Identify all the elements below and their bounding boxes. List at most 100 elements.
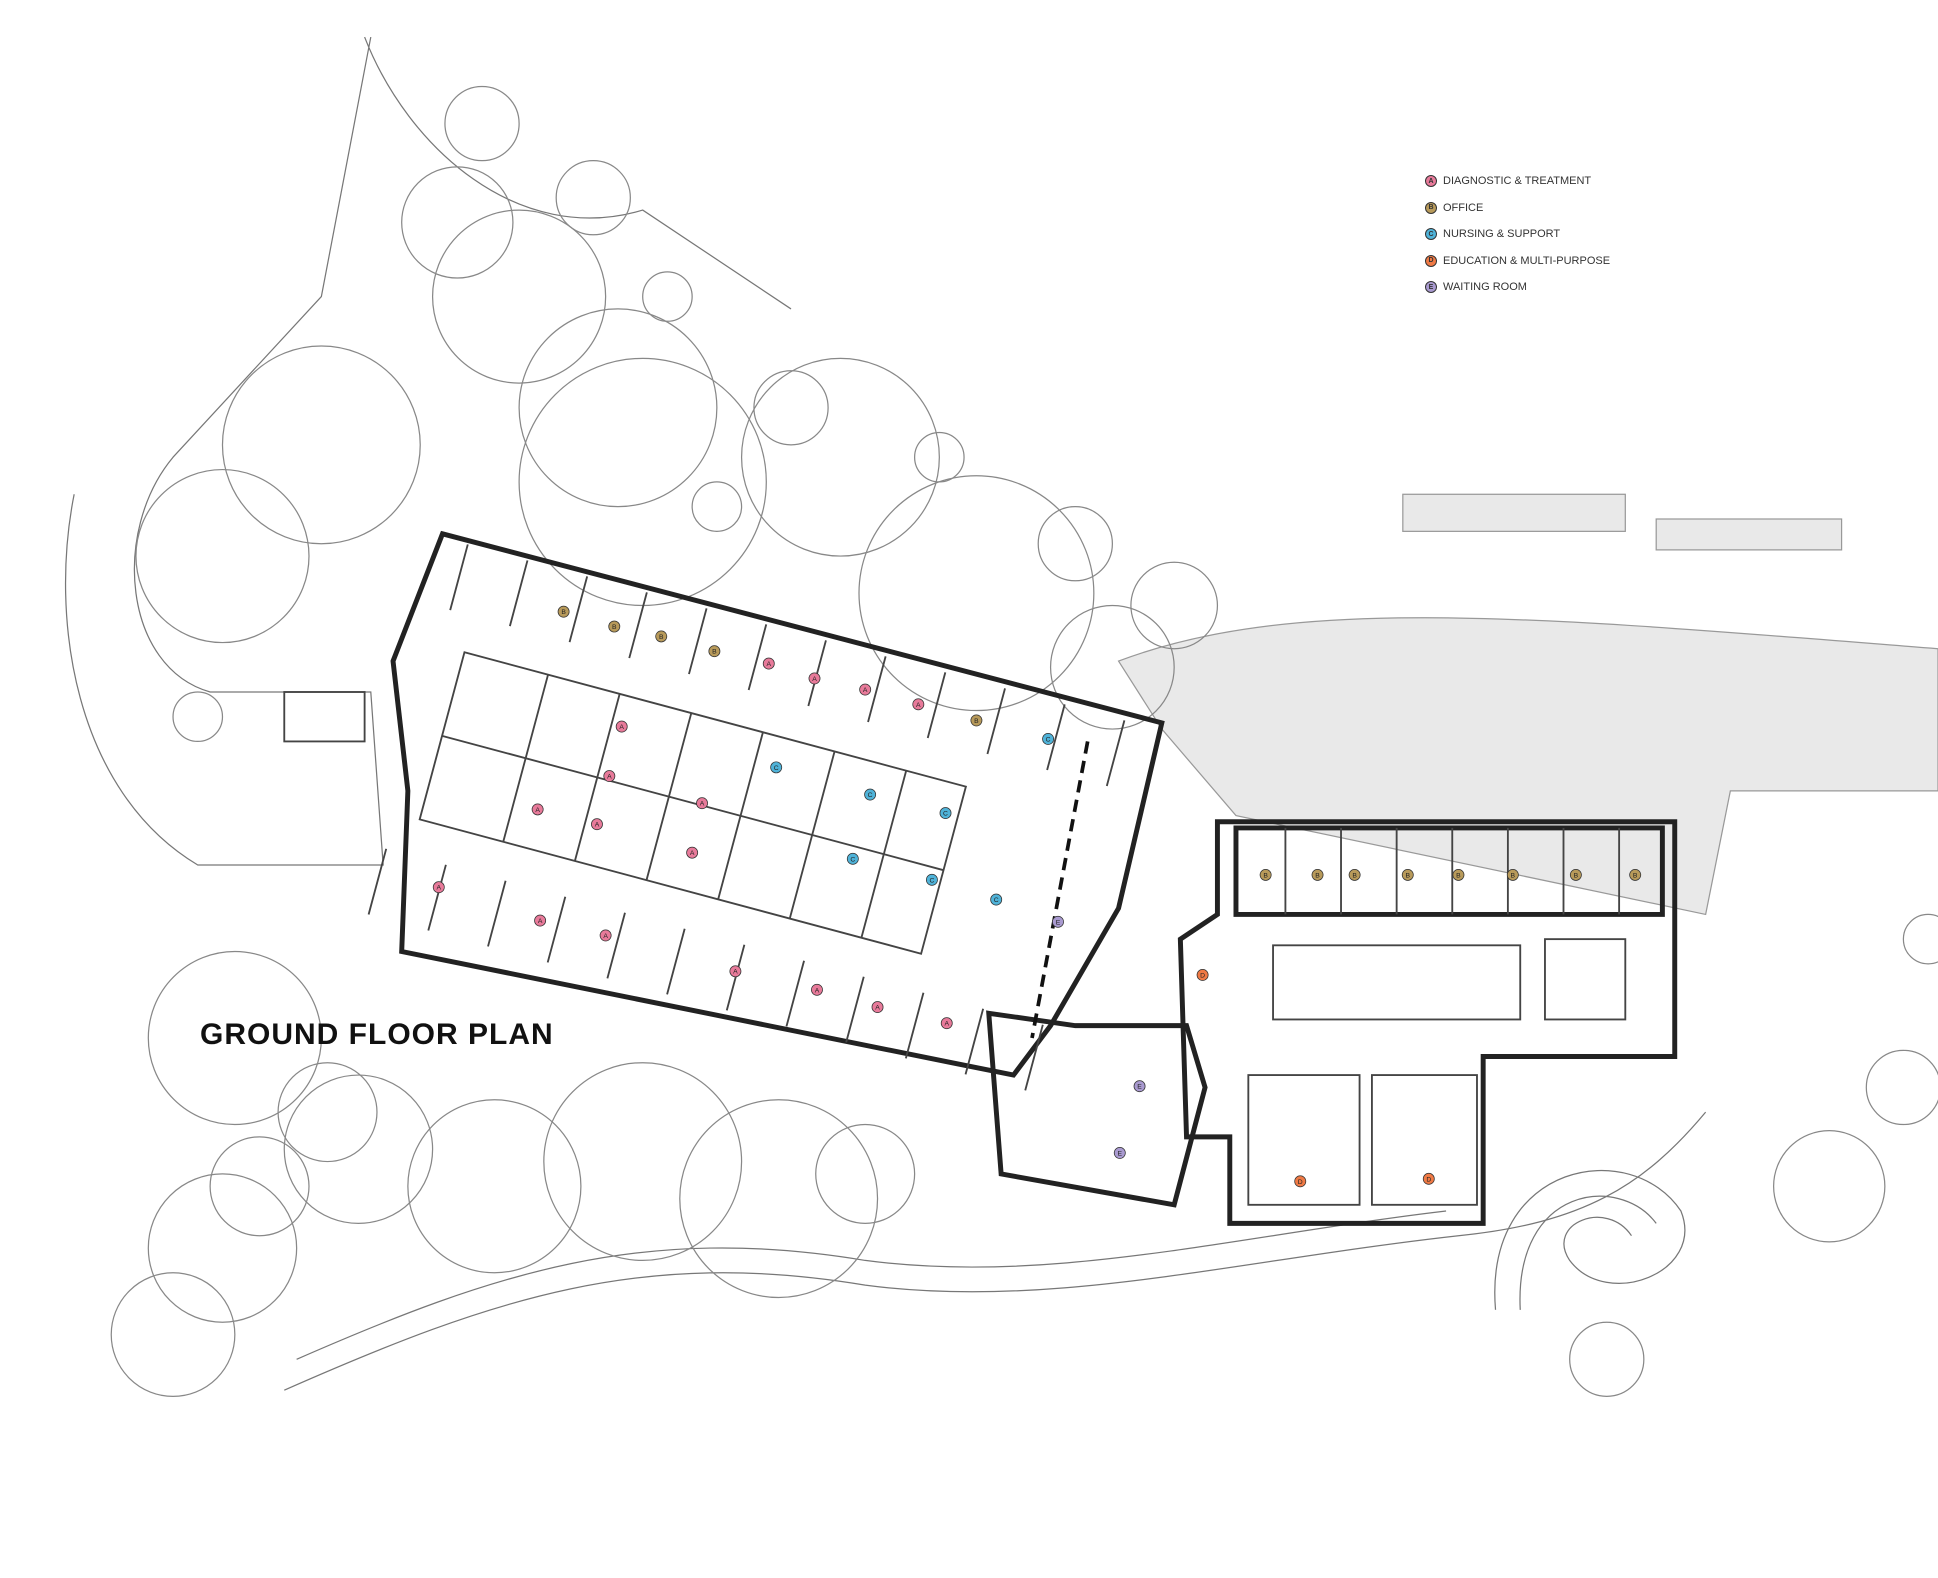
room-marker-e: E bbox=[1133, 1080, 1146, 1093]
room-marker-dot bbox=[608, 620, 621, 633]
room-marker-b: B bbox=[655, 630, 668, 643]
tree-canopy bbox=[1865, 1049, 1938, 1126]
room-marker-letter: A bbox=[607, 773, 612, 780]
room-marker-dot bbox=[1629, 868, 1642, 881]
room-marker-dot bbox=[599, 929, 612, 942]
tree-canopy bbox=[401, 166, 514, 279]
parking-pad bbox=[283, 691, 366, 743]
room-marker-letter: B bbox=[974, 718, 979, 725]
room-marker-b: B bbox=[1569, 868, 1582, 881]
room-marker-letter: A bbox=[595, 822, 600, 829]
room-marker-letter: B bbox=[1456, 872, 1461, 879]
room-marker-e: E bbox=[1113, 1146, 1126, 1159]
room-marker-letter: B bbox=[1511, 872, 1516, 879]
room-marker-a: A bbox=[432, 881, 445, 894]
east-wing bbox=[1177, 819, 1678, 1226]
east-north-rooms bbox=[1233, 825, 1665, 917]
room-marker-letter: A bbox=[916, 702, 921, 709]
room-marker-a: A bbox=[808, 672, 821, 685]
tree-canopy bbox=[1130, 561, 1219, 650]
room-marker-a: A bbox=[696, 797, 708, 810]
room-marker-dot bbox=[1422, 1172, 1435, 1185]
room-marker-dot bbox=[925, 873, 938, 886]
room-marker-letter: B bbox=[612, 624, 617, 631]
room-marker-letter: D bbox=[1200, 972, 1205, 979]
tree-canopy bbox=[518, 357, 767, 607]
room-marker-c: C bbox=[939, 807, 952, 820]
marker-b-icon: B bbox=[1425, 201, 1437, 214]
room-marker-b: B bbox=[1629, 868, 1642, 881]
room-marker-dot bbox=[615, 720, 628, 733]
room-marker-letter: C bbox=[850, 856, 855, 863]
room-marker-letter: A bbox=[690, 850, 695, 857]
marker-a-icon: A bbox=[1425, 175, 1437, 188]
tree-canopy bbox=[147, 1173, 298, 1323]
driveway bbox=[64, 36, 792, 866]
room-marker-dot bbox=[1052, 915, 1064, 928]
room-marker-letter: A bbox=[733, 969, 738, 976]
room-marker-letter: A bbox=[767, 661, 772, 668]
room-marker-dot bbox=[557, 605, 570, 618]
room-marker-a: A bbox=[762, 657, 775, 670]
marker-d-icon: D bbox=[1425, 254, 1437, 267]
labyrinth-garden bbox=[1494, 1169, 1686, 1310]
tree-canopy bbox=[1772, 1130, 1886, 1243]
room-marker-a: A bbox=[871, 1001, 884, 1014]
tree-canopy bbox=[1049, 604, 1175, 730]
room-marker-dot bbox=[1506, 868, 1519, 881]
tree-canopy bbox=[815, 1123, 916, 1224]
tree-canopy bbox=[172, 691, 224, 743]
room-marker-letter: A bbox=[619, 724, 624, 731]
room-marker-dot bbox=[762, 657, 775, 670]
room-marker-letter: B bbox=[659, 634, 664, 641]
tree-canopy bbox=[1902, 913, 1938, 965]
room-marker-dot bbox=[531, 803, 544, 816]
room-marker-letter: A bbox=[815, 987, 820, 994]
tree-canopy bbox=[209, 1136, 310, 1237]
room-marker-b: B bbox=[1259, 868, 1272, 881]
room-marker-d: D bbox=[1294, 1175, 1307, 1188]
room-marker-a: A bbox=[599, 929, 612, 942]
tree-canopy bbox=[679, 1099, 879, 1299]
room-marker-c: C bbox=[770, 761, 783, 774]
room-marker-dot bbox=[808, 672, 821, 685]
room-marker-letter: B bbox=[1406, 872, 1411, 879]
tree-canopy bbox=[518, 308, 718, 508]
room-marker-dot bbox=[696, 797, 708, 810]
room-marker-b: B bbox=[1311, 868, 1324, 881]
room-marker-b: B bbox=[708, 645, 721, 658]
room-marker-letter: A bbox=[944, 1021, 949, 1028]
room-marker-letter: B bbox=[1315, 872, 1320, 879]
room-marker-dot bbox=[871, 1001, 884, 1014]
planter-bed bbox=[1402, 493, 1626, 532]
room-marker-dot bbox=[970, 714, 983, 727]
room-marker-letter: B bbox=[1574, 872, 1579, 879]
room-marker-dot bbox=[1133, 1080, 1146, 1093]
room-marker-dot bbox=[729, 965, 742, 978]
room-marker-d: D bbox=[1422, 1172, 1435, 1185]
room-marker-dot bbox=[708, 645, 721, 658]
room-marker-letter: B bbox=[1352, 872, 1357, 879]
room-marker-a: A bbox=[603, 770, 616, 782]
room-marker-a: A bbox=[729, 965, 742, 978]
room-marker-letter: D bbox=[1298, 1179, 1303, 1186]
tree-canopy bbox=[147, 950, 322, 1126]
room-marker-letter: C bbox=[943, 811, 948, 818]
room-marker-letter: A bbox=[603, 933, 608, 940]
tree-canopy bbox=[1569, 1321, 1645, 1397]
site-landscape bbox=[64, 36, 1938, 1391]
room-marker-a: A bbox=[912, 698, 925, 711]
room-marker-a: A bbox=[940, 1017, 953, 1030]
room-marker-letter: A bbox=[538, 918, 543, 925]
tree-canopy bbox=[642, 271, 693, 322]
room-marker-c: C bbox=[864, 788, 877, 801]
room-marker-a: A bbox=[859, 683, 872, 696]
room-marker-a: A bbox=[591, 818, 603, 831]
room-marker-dot bbox=[1452, 868, 1465, 881]
